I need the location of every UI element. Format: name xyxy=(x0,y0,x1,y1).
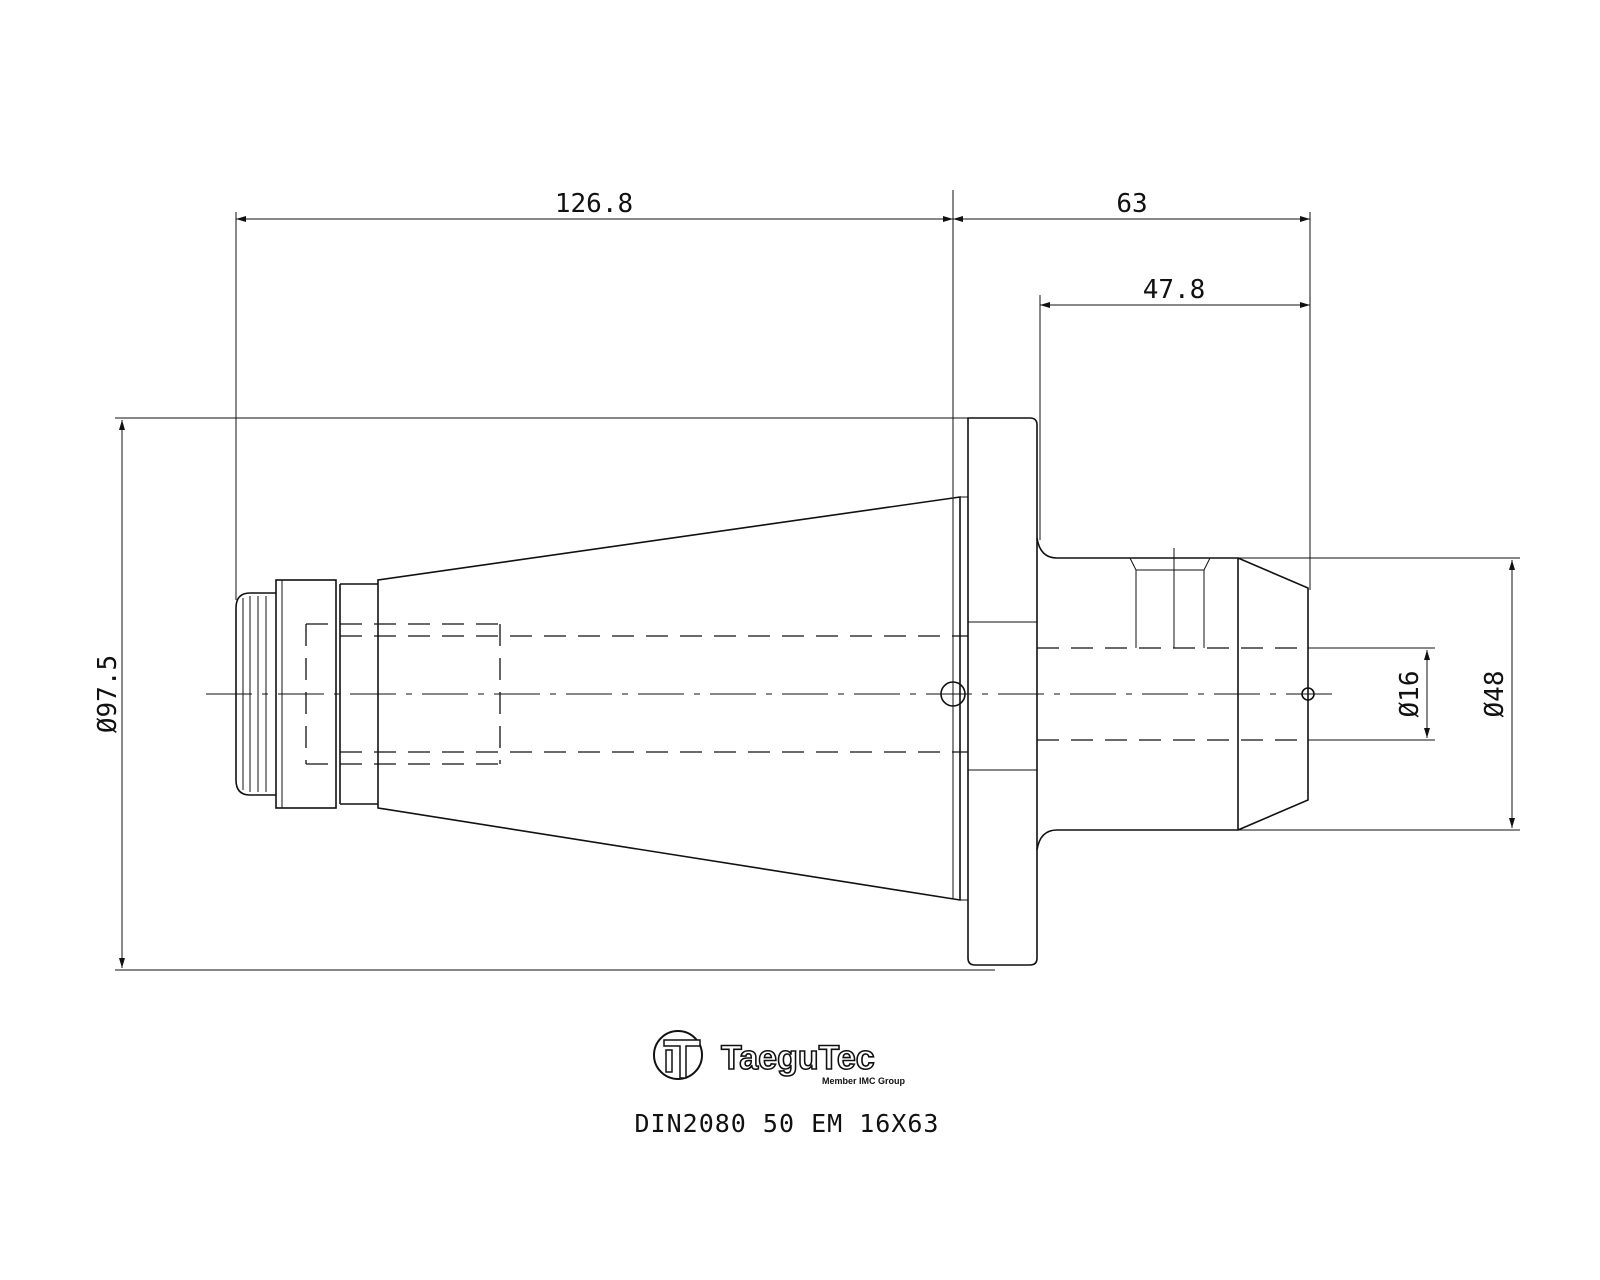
dim-bore-diameter: Ø16 xyxy=(1395,671,1425,718)
dim-overall-length: 126.8 xyxy=(555,189,633,219)
logo-brand: TaeguTec xyxy=(721,1039,875,1077)
part-caption: DIN2080 50 EM 16X63 xyxy=(635,1109,940,1138)
dim-clamp-length: 47.8 xyxy=(1143,275,1206,305)
taegutec-logo: TaeguTec Member IMC Group xyxy=(653,1030,906,1086)
tool-holder-outline xyxy=(235,417,1315,966)
hidden-bore-lines xyxy=(305,623,1308,765)
dim-shank-length: 63 xyxy=(1116,189,1147,219)
dimension-lines xyxy=(115,190,1520,971)
logo-tagline: Member IMC Group xyxy=(822,1076,906,1086)
taegutec-emblem-icon xyxy=(653,1030,703,1080)
dim-body-diameter: Ø48 xyxy=(1480,671,1510,718)
dim-flange-diameter: Ø97.5 xyxy=(93,655,123,733)
